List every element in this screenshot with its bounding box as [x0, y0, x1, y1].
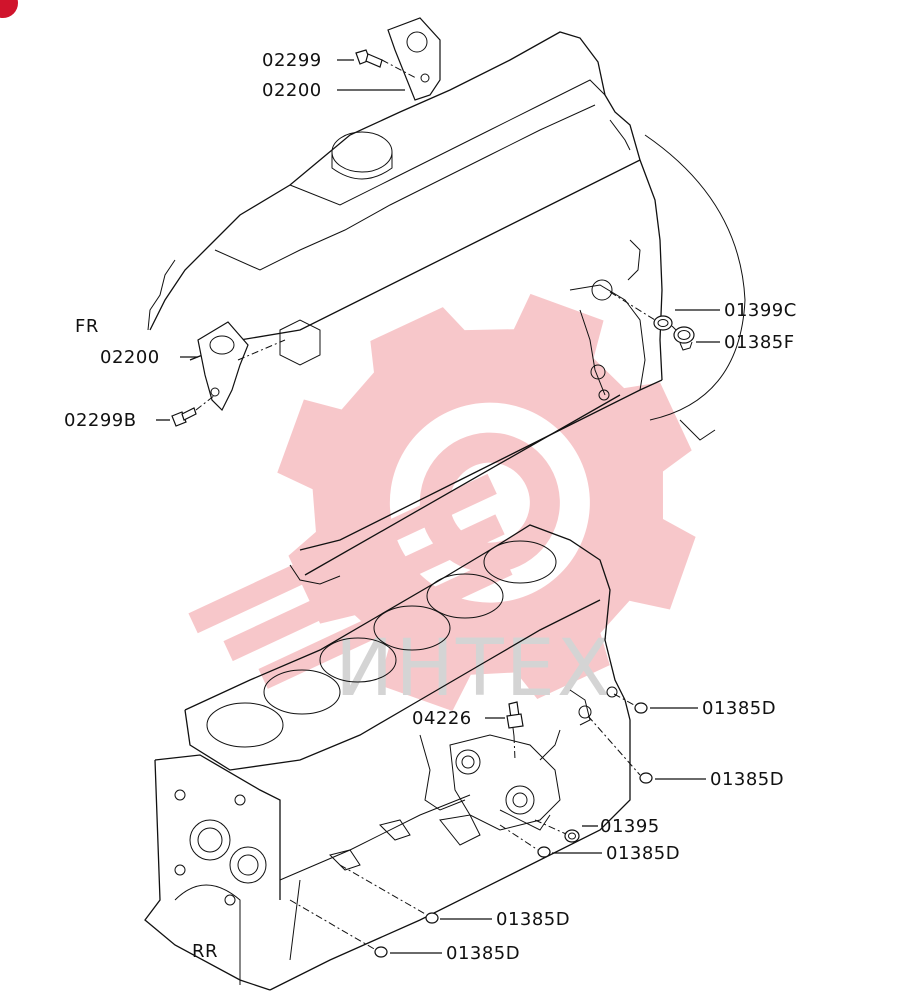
- corner-badge: [0, 0, 18, 18]
- bolt-top: [355, 49, 383, 68]
- label-plug-block-2: 01385D: [710, 769, 784, 790]
- plug-block-1: [634, 702, 648, 714]
- label-front: FR: [75, 316, 99, 337]
- bracket-top: [387, 17, 441, 101]
- label-bracket-left: 02200: [100, 347, 160, 368]
- label-plug-block-4: 01385D: [496, 909, 570, 930]
- label-bolt-top: 02299: [262, 50, 322, 71]
- plug-block-4: [425, 912, 439, 924]
- label-plug-block-3: 01385D: [606, 843, 680, 864]
- label-bracket-top: 02200: [262, 80, 322, 101]
- label-plug-side: 01395: [600, 816, 660, 837]
- sensor: [506, 701, 524, 737]
- label-sensor: 04226: [412, 708, 472, 729]
- cylinder-block: [144, 524, 631, 991]
- plug-block-3: [537, 846, 551, 858]
- leader-lines: [156, 59, 720, 954]
- plug-side: [564, 829, 580, 843]
- assembly-center-lines: [195, 59, 677, 951]
- label-plug-block-1: 01385D: [702, 698, 776, 719]
- bracket-left: [197, 321, 249, 412]
- washer: [653, 315, 673, 331]
- plug-block-5: [374, 946, 388, 958]
- label-washer: 01399C: [724, 300, 797, 321]
- bolt-left: [171, 407, 197, 427]
- label-plug-head: 01385F: [724, 332, 795, 353]
- label-rear: RR: [192, 941, 218, 962]
- label-bolt-left: 02299B: [64, 410, 137, 431]
- plug-head: [673, 326, 695, 351]
- gear-logo-icon: [188, 293, 696, 711]
- label-plug-block-5: 01385D: [446, 943, 520, 964]
- plug-block-2: [639, 772, 653, 784]
- cylinder-head: [147, 31, 746, 585]
